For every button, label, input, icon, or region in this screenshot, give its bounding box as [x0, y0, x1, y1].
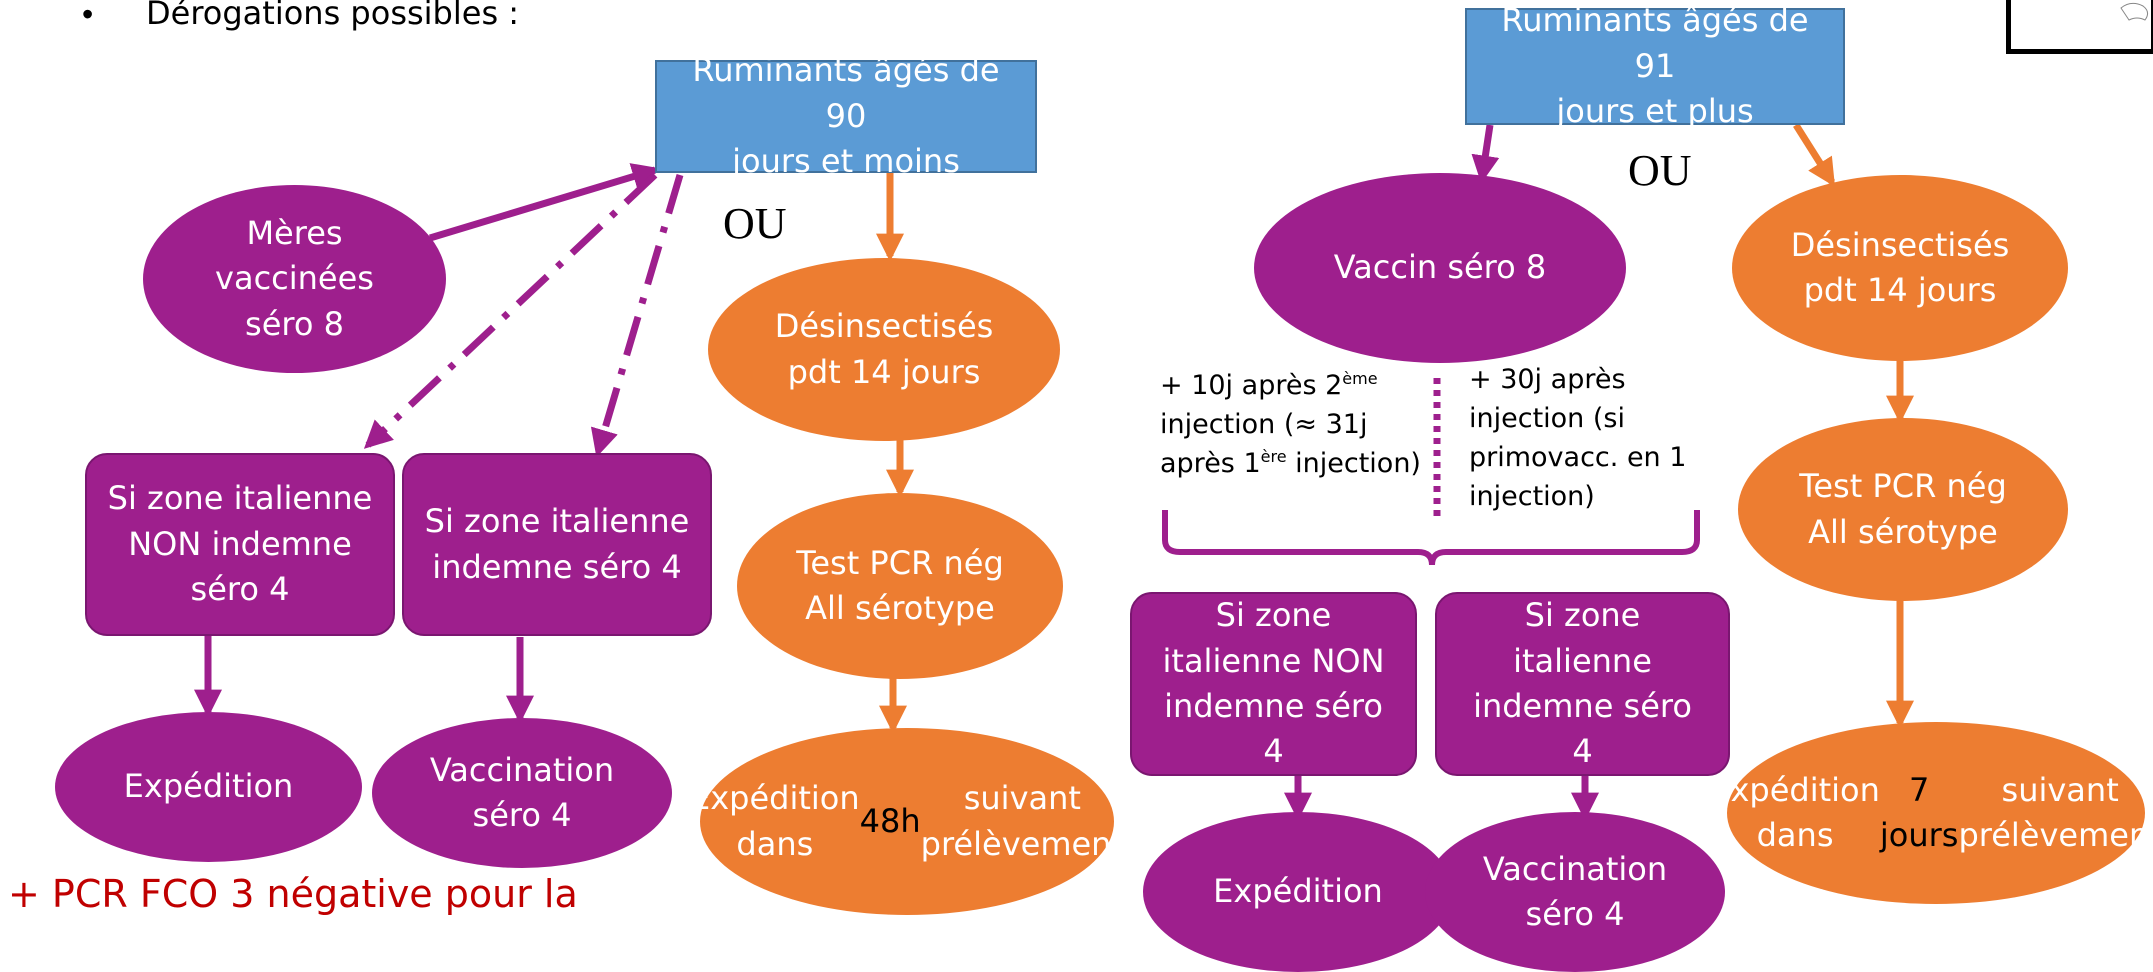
right-exp-delay: 7 jours	[1879, 770, 1959, 854]
right-zone-non-box: Si zone italienne NON indemne séro 4	[1130, 592, 1417, 776]
right-note-right: + 30j après injection (si primovacc. en …	[1469, 364, 1687, 513]
left-zone-non-box: Si zone italienne NON indemne séro 4	[85, 453, 395, 636]
right-expedition-ellipse: Expédition	[1143, 812, 1453, 972]
right-note-left: + 10j après 2ème injection (≈ 31j après …	[1160, 369, 1421, 480]
arrow-root-to-vaccin	[1471, 124, 1500, 184]
footer-note: + PCR FCO 3 négative pour la	[8, 872, 578, 916]
right-exp-post: suivant prélèvement	[1958, 770, 2153, 854]
header-title: Dérogations possibles :	[146, 0, 520, 32]
header-bullet: •	[82, 0, 94, 32]
right-desinsect-ellipse: Désinsectisés pdt 14 jours	[1732, 175, 2068, 361]
right-ou-label: OU	[1628, 146, 1692, 195]
right-vaccin-ellipse: Vaccin séro 8	[1254, 173, 1626, 363]
right-exp-pre: Expédition dans	[1710, 770, 1880, 854]
left-pcr-ellipse: Test PCR nég All sérotype	[737, 493, 1063, 679]
left-desinsect-ellipse: Désinsectisés pdt 14 jours	[708, 258, 1060, 441]
connectors	[194, 123, 1914, 821]
arrow-root-to-desinsect-right	[1793, 123, 1835, 187]
right-zone-indemne-box: Si zone italienne indemne séro 4	[1435, 592, 1730, 776]
left-root-box: Ruminants âgés de 90 jours et moins	[655, 51, 1037, 180]
left-meres-ellipse: Mères vaccinées séro 8	[143, 185, 446, 373]
left-exp-ellipse: Expédition dans 48h suivant prélèvement	[690, 728, 1124, 915]
right-vaccination-ellipse: Vaccination séro 4	[1425, 812, 1725, 972]
right-pcr-ellipse: Test PCR nég All sérotype	[1738, 418, 2068, 601]
right-root-box: Ruminants âgés de 91 jours et plus	[1465, 1, 1845, 130]
left-vaccination-ellipse: Vaccination séro 4	[372, 718, 672, 868]
left-ou-label: OU	[723, 199, 787, 248]
map-thumbnail	[2006, 0, 2153, 54]
left-expedition-ellipse: Expédition	[55, 712, 362, 862]
arrow-root-to-zone-indemne	[590, 174, 684, 458]
arrow-meres-to-root	[428, 163, 661, 242]
brace	[1162, 510, 1700, 566]
left-zone-indemne-box: Si zone italienne indemne séro 4	[402, 453, 712, 636]
arrow-root-to-zone-non	[363, 172, 658, 449]
left-exp-delay: 48h	[859, 801, 921, 840]
left-exp-pre: Expédition dans	[690, 779, 860, 863]
right-exp-ellipse: Expédition dans 7 jours suivant prélèvem…	[1710, 722, 2153, 904]
left-exp-post: suivant prélèvement	[920, 779, 1124, 863]
